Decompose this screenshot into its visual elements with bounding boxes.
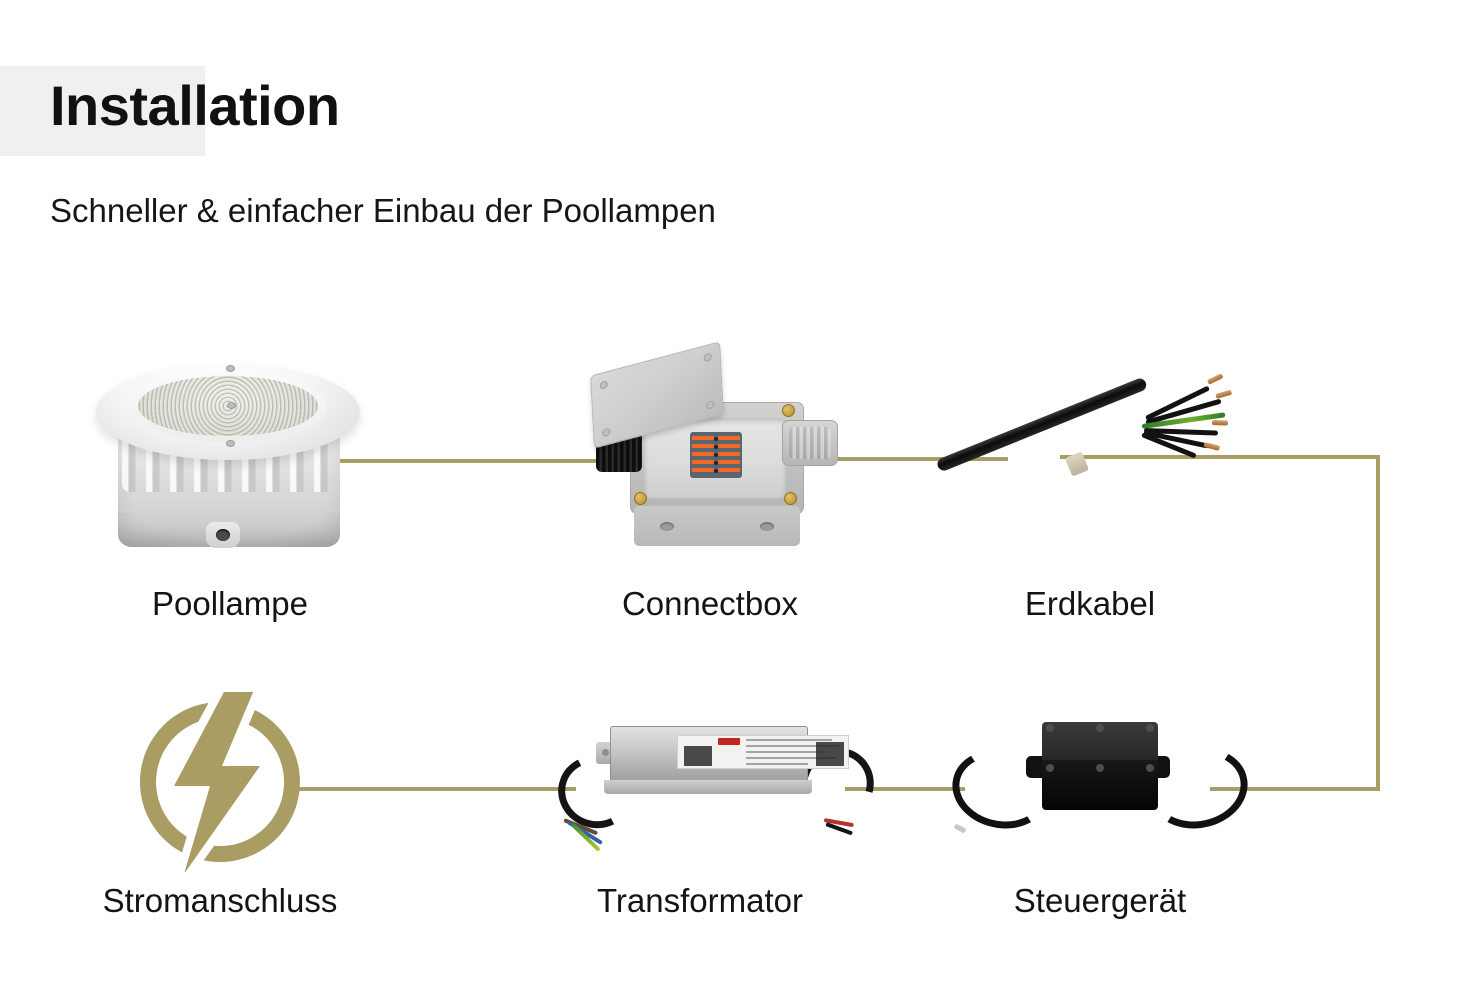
connector-erdkabel-to-right-rail: [1060, 455, 1380, 459]
page-subtitle: Schneller & einfacher Einbau der Poollam…: [50, 192, 716, 229]
terminal-lever: [692, 452, 714, 456]
copper-tip: [1203, 442, 1221, 451]
cable-cut-band: [1064, 451, 1090, 477]
terminal-port: [714, 461, 718, 465]
connector-right-rail-to-steuergeraet: [1210, 787, 1380, 791]
connector-connectbox-to-erdkabel: [828, 457, 1008, 461]
lamp-screw-bottom: [226, 440, 235, 447]
controller-screw: [1146, 764, 1154, 772]
brass-screw: [634, 492, 647, 505]
cable-gland-gray: [782, 420, 838, 466]
brass-screw: [784, 492, 797, 505]
transformator-image: [548, 722, 888, 852]
controller-screw: [1096, 724, 1104, 732]
copper-tip: [1215, 389, 1233, 399]
cable-sheath: [935, 376, 1149, 473]
label-block-right: [816, 742, 844, 766]
brand-logo-mark: [718, 738, 740, 745]
terminal-lever: [718, 436, 740, 440]
label-erdkabel: Erdkabel: [1024, 585, 1156, 622]
title-highlight-band: [0, 66, 205, 156]
controller-screw: [1046, 724, 1054, 732]
controller-cable-tip: [953, 823, 967, 834]
terminal-block: [690, 432, 742, 478]
transformer-base-rail: [604, 780, 812, 794]
steuergeraet-image: [944, 716, 1256, 856]
label-print-line: [746, 745, 840, 747]
terminal-lever: [692, 460, 714, 464]
terminal-lever: [692, 468, 714, 472]
label-poollampe: Poollampe: [152, 585, 308, 622]
terminal-port: [714, 469, 718, 473]
connector-transformator-to-stromanschluss: [296, 787, 576, 791]
terminal-lever: [718, 444, 740, 448]
mounting-hole: [760, 522, 774, 531]
terminal-port: [714, 445, 718, 449]
copper-tip: [1206, 373, 1224, 385]
page-title: Installation: [50, 74, 340, 137]
poollampe-image: [88, 352, 368, 567]
lid-screw: [599, 380, 609, 391]
terminal-lever: [692, 444, 714, 448]
label-connectbox: Connectbox: [621, 585, 799, 622]
connectbox-image: [586, 341, 838, 568]
controller-screw: [1046, 764, 1054, 772]
terminal-lever: [718, 468, 740, 472]
label-block-left: [684, 746, 712, 766]
stromanschluss-icon-wrapper: [130, 679, 310, 889]
lid-screw: [602, 427, 611, 438]
label-print-line: [746, 757, 836, 759]
lamp-screw-top: [226, 365, 235, 372]
lightning-bolt-circle-icon: [139, 679, 300, 889]
connector-steuergeraet-to-transformator: [845, 787, 965, 791]
label-steuergeraet: Steuergerät: [1013, 882, 1187, 919]
mounting-hole: [660, 522, 674, 531]
terminal-lever: [718, 460, 740, 464]
terminal-port: [714, 453, 718, 457]
transformer-label: [677, 735, 849, 769]
label-print-line: [746, 739, 832, 741]
controller-screw: [1146, 724, 1154, 732]
label-print-line: [746, 751, 826, 753]
lamp-screw-center: [227, 402, 236, 409]
label-stromanschluss: Stromanschluss: [102, 882, 338, 919]
lamp-cable-outlet: [206, 522, 240, 548]
mounting-ear-left: [596, 742, 614, 764]
lid-screw: [705, 399, 715, 410]
terminal-lever: [718, 452, 740, 456]
connector-right-vertical-rail: [1376, 455, 1380, 791]
copper-tip: [1211, 420, 1229, 426]
terminal-port: [714, 437, 718, 441]
erdkabel-image: [935, 368, 1238, 508]
label-transformator: Transformator: [597, 882, 803, 919]
lid-screw: [703, 352, 712, 363]
label-print-line: [746, 763, 808, 765]
terminal-lever: [692, 436, 714, 440]
connectbox-mounting-foot: [634, 506, 800, 546]
controller-screw: [1096, 764, 1104, 772]
connector-lamp-to-connectbox: [340, 459, 650, 463]
brass-screw: [782, 404, 795, 417]
transformer-housing: [610, 726, 849, 786]
